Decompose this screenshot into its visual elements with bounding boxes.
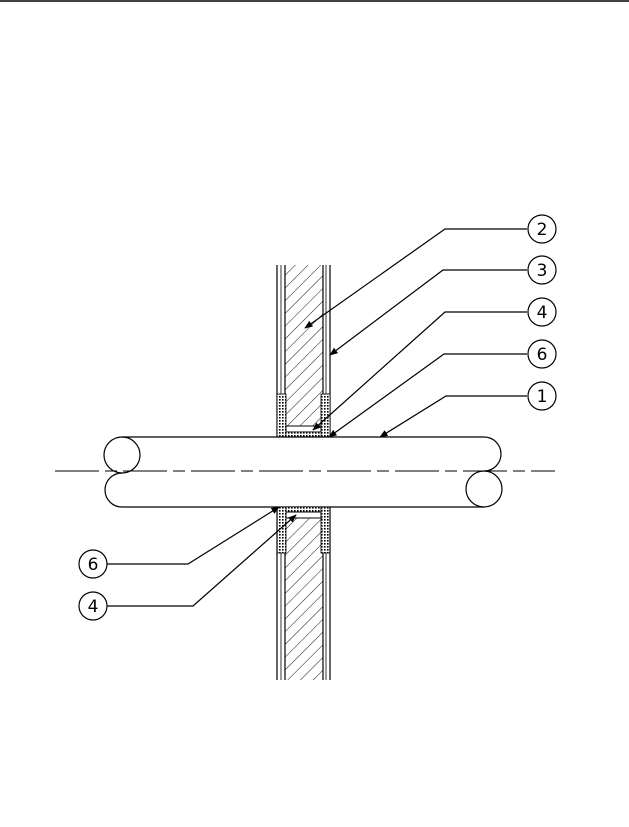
callout-6-top-label: 6: [537, 345, 548, 365]
seal-lower-top: [285, 506, 322, 513]
callout-4-bottom: 4: [78, 591, 108, 621]
wall-core-hatch-upper: [285, 265, 323, 430]
seal-upper-left: [276, 393, 287, 438]
leader-6-top: [328, 353, 527, 438]
callout-6-top: 6: [527, 339, 557, 369]
leader-2: [304, 228, 527, 329]
callout-3-label: 3: [537, 261, 548, 281]
seal-upper-bottom: [285, 431, 322, 438]
wall-upper: [276, 265, 331, 437]
leader-3: [329, 269, 527, 356]
callout-6-bottom: 6: [78, 549, 108, 579]
callout-2: 2: [527, 214, 557, 244]
leader-4-bottom: [107, 514, 297, 607]
leaders: [107, 228, 527, 607]
callout-4-top: 4: [527, 297, 557, 327]
wall-lower: [276, 507, 331, 680]
callout-6-bottom-label: 6: [88, 555, 99, 575]
wall-core-hatch-lower: [285, 518, 323, 680]
callout-4-top-label: 4: [537, 303, 548, 323]
callout-2-label: 2: [537, 220, 548, 240]
leader-1: [379, 395, 527, 438]
leader-6-bottom: [107, 506, 280, 565]
pipe: [55, 436, 555, 508]
sleeve-lower: [285, 511, 322, 519]
leader-4-top: [312, 311, 527, 431]
callout-1-label: 1: [537, 387, 548, 407]
callout-1: 1: [527, 381, 557, 411]
callout-3: 3: [527, 255, 557, 285]
callout-4-bottom-label: 4: [88, 597, 99, 617]
